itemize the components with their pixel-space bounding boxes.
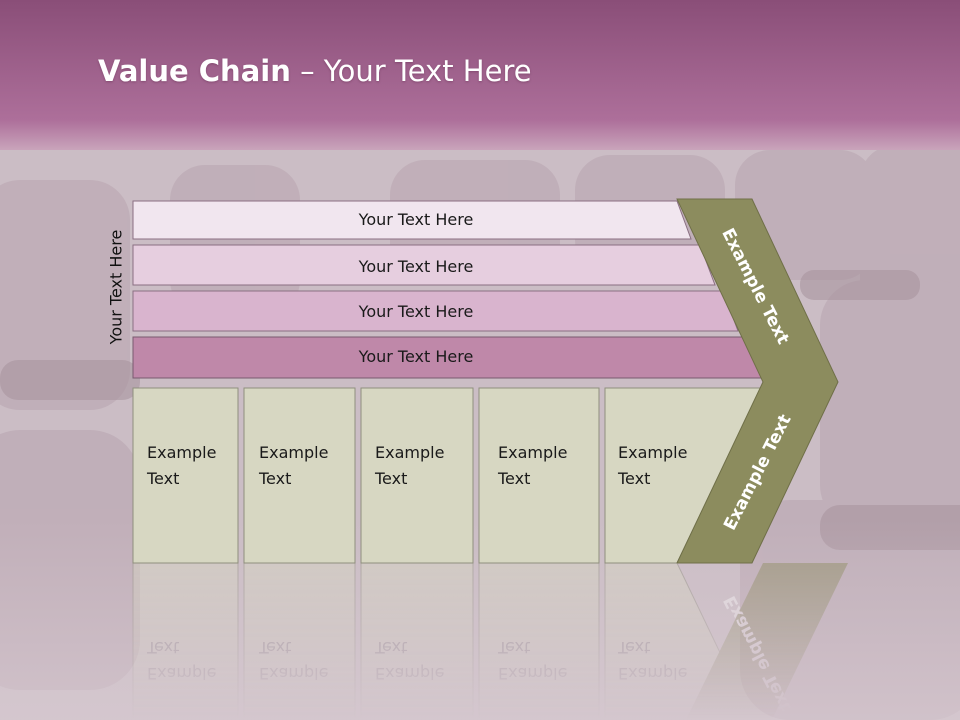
reflection-text: Text bbox=[374, 638, 407, 657]
header-band bbox=[0, 0, 960, 150]
activity-box-1 bbox=[132, 387, 239, 564]
activity-box-1-line2: Text bbox=[146, 469, 179, 488]
activity-box-2-line1: Example bbox=[259, 443, 328, 462]
activity-box-3-line2: Text bbox=[374, 469, 407, 488]
margin-chevron bbox=[676, 198, 839, 564]
reflection-text: Text bbox=[497, 638, 530, 657]
support-bar-1 bbox=[132, 200, 692, 240]
activity-box-5-line1: Example bbox=[618, 443, 687, 462]
activity-box-2-line2: Text bbox=[258, 469, 291, 488]
title-rest: – Your Text Here bbox=[290, 54, 532, 88]
activity-box-3 bbox=[360, 387, 474, 564]
activity-box-2 bbox=[243, 387, 356, 564]
support-bar-1-label: Your Text Here bbox=[358, 210, 474, 229]
support-bar-2-label: Your Text Here bbox=[358, 257, 474, 276]
activity-box-4-line1: Example bbox=[498, 443, 567, 462]
reflection-text: Example bbox=[618, 664, 687, 683]
support-bar-4-label: Your Text Here bbox=[358, 347, 474, 366]
activity-box-1-line1: Example bbox=[147, 443, 216, 462]
activity-box-4-line2: Text bbox=[497, 469, 530, 488]
reflection-text: Example bbox=[498, 664, 567, 683]
title-bold: Value Chain bbox=[98, 54, 291, 88]
activity-box-3-line1: Example bbox=[375, 443, 444, 462]
support-bar-3 bbox=[132, 290, 739, 332]
reflection-text: Text bbox=[146, 638, 179, 657]
reflection-text: Example bbox=[375, 664, 444, 683]
reflection-text: Text bbox=[617, 638, 650, 657]
activity-box-4 bbox=[478, 387, 600, 564]
diagram-reflection: Example Text Example Text Example Text E… bbox=[132, 562, 848, 720]
support-bar-3-label: Your Text Here bbox=[358, 302, 474, 321]
activity-box-5-line2: Text bbox=[617, 469, 650, 488]
slide-title: Value Chain – Your Text Here bbox=[98, 54, 532, 88]
support-bar-2 bbox=[132, 244, 716, 286]
reflection-text: Text bbox=[258, 638, 291, 657]
reflection-text: Example bbox=[147, 664, 216, 683]
reflection-text: Example bbox=[259, 664, 328, 683]
